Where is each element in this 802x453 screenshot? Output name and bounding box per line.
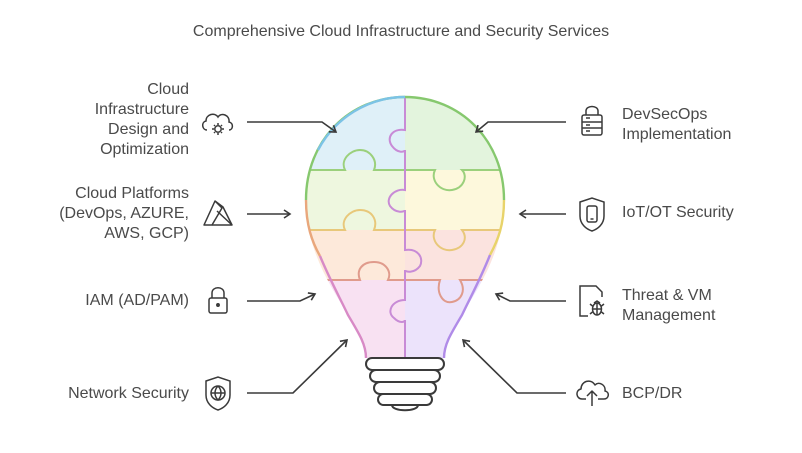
azure-logo-icon xyxy=(203,200,233,226)
piece-lower-right xyxy=(405,230,504,280)
label-cloud-platforms: Cloud Platforms(DevOps, AZURE,AWS, GCP) xyxy=(59,185,189,242)
arrow-devsecops xyxy=(474,121,566,133)
bulb-outline-left-pink xyxy=(318,255,368,359)
label-bcp-dr: BCP/DR xyxy=(622,385,683,402)
label-iot-ot-security: IoT/OT Security xyxy=(622,204,734,221)
cloud-upload-icon xyxy=(576,380,609,406)
connectors-left xyxy=(247,121,349,394)
arrow-threat-vm xyxy=(494,292,566,302)
seam-vertical xyxy=(387,97,423,358)
bulb-base xyxy=(365,357,445,412)
piece-mid-right xyxy=(405,170,504,230)
bulb-outline-left-orange xyxy=(304,199,322,257)
arrow-iam xyxy=(247,292,317,302)
cloud-gear-icon xyxy=(202,113,234,135)
seam-lower xyxy=(306,260,504,304)
file-bug-icon xyxy=(579,285,605,317)
globe-shield-icon xyxy=(205,376,231,411)
bulb-outline-top-blue xyxy=(316,95,406,151)
piece-top-left xyxy=(306,97,405,170)
bulb-outline-right-yellow xyxy=(488,199,506,256)
lock-icon xyxy=(208,287,228,314)
bulb-outline-right-purple xyxy=(442,254,492,359)
piece-bottom-left xyxy=(306,280,405,358)
label-iam: IAM (AD/PAM) xyxy=(85,292,189,309)
label-network-security: Network Security xyxy=(68,385,189,402)
piece-top-right xyxy=(405,97,504,170)
piece-bottom-right xyxy=(405,280,504,358)
diagram-title: Comprehensive Cloud Infrastructure and S… xyxy=(192,23,610,40)
connectors-right xyxy=(461,121,566,394)
arrow-network-security xyxy=(247,338,349,394)
server-lock-icon xyxy=(581,105,603,136)
arrow-cloud-infrastructure xyxy=(247,121,338,133)
device-shield-icon xyxy=(579,197,605,232)
arrow-bcp-dr xyxy=(461,338,566,394)
